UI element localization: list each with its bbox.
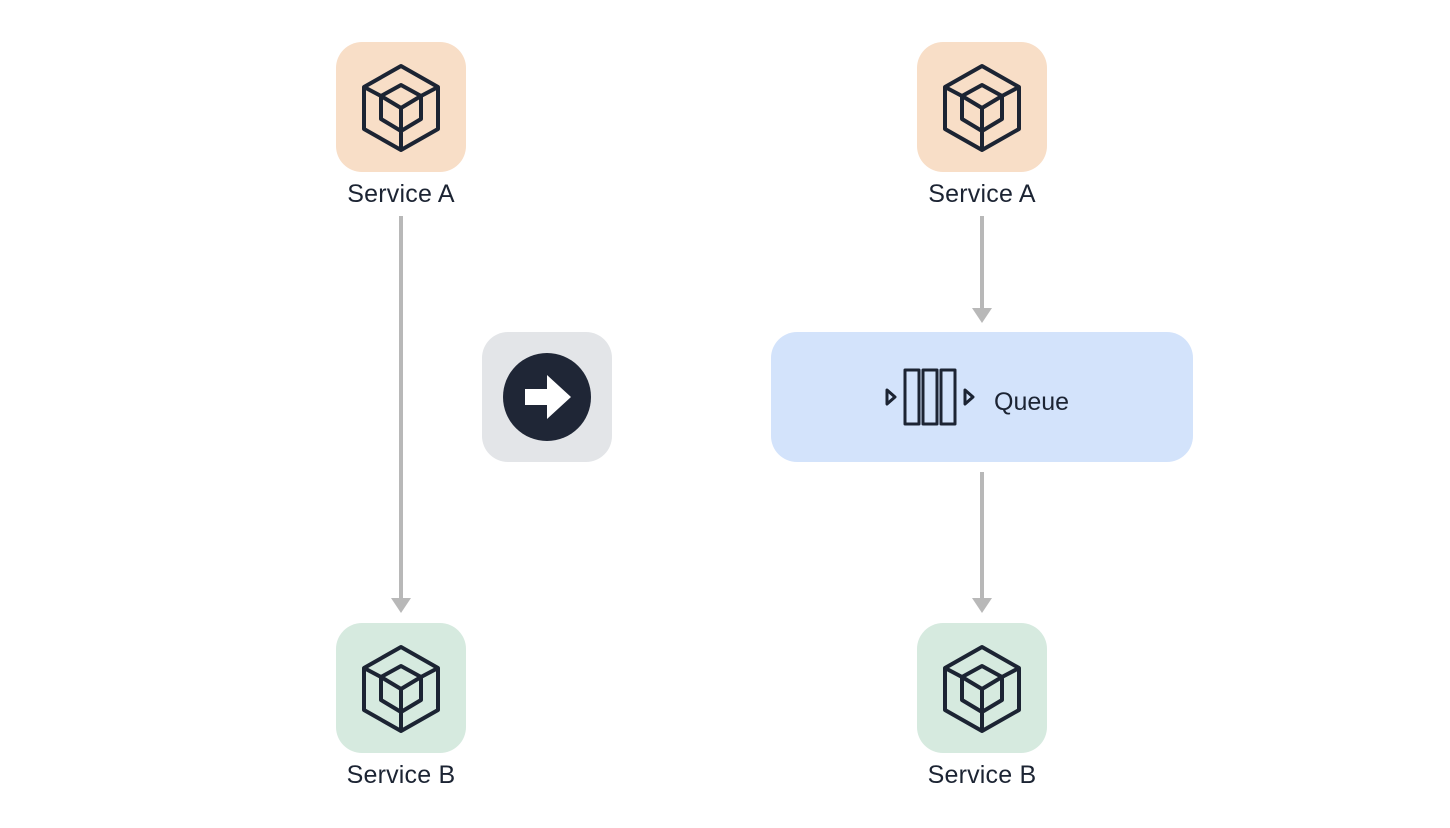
right-service-b-label: Service B [927,761,1037,789]
arrow-right-icon [503,353,591,441]
queue-icon [885,368,975,426]
cube-icon [943,645,1021,733]
connector-right-queue-to-b [972,472,992,613]
cube-icon [943,64,1021,152]
queue-node: Queue [771,332,1193,462]
right-service-a-node [917,42,1047,172]
left-service-a-node [336,42,466,172]
queue-label: Queue [994,388,1070,416]
cube-icon [362,645,440,733]
cube-icon [362,64,440,152]
connector-right-a-to-queue [972,216,992,323]
right-service-b-node [917,623,1047,753]
left-service-a-label: Service A [347,180,455,208]
transition-node [482,332,612,462]
left-service-b-label: Service B [346,761,456,789]
right-service-a-label: Service A [928,180,1036,208]
connector-left-a-to-b [391,216,411,613]
left-service-b-node [336,623,466,753]
